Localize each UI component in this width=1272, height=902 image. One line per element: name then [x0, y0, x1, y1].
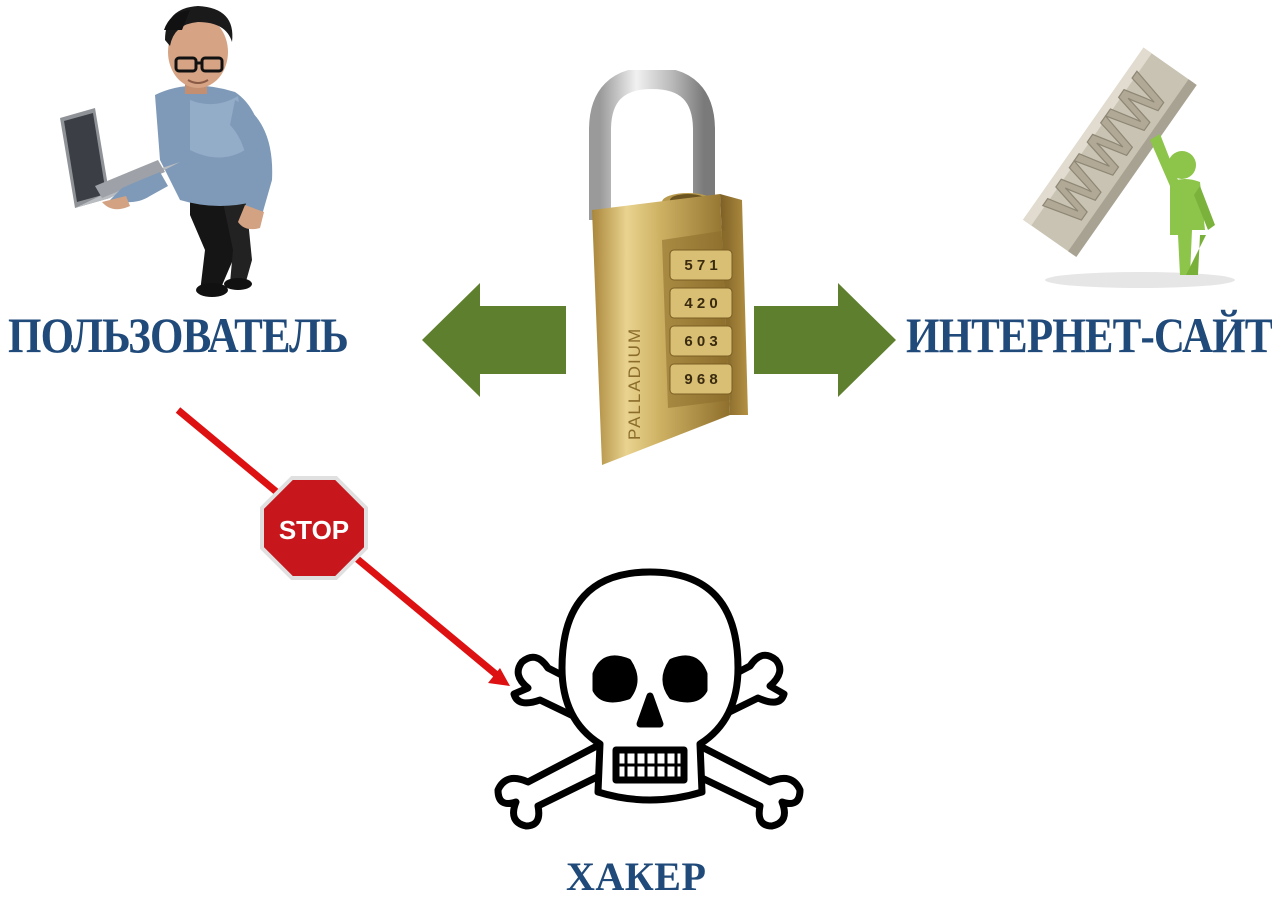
person-holding-www-icon: WWW — [1023, 47, 1235, 288]
site-label: ИНТЕРНЕТ-САЙТ — [906, 307, 1272, 363]
man-with-laptop-icon — [60, 6, 273, 297]
svg-text:PALLADIUM: PALLADIUM — [625, 327, 644, 440]
svg-text:9 6 8: 9 6 8 — [684, 371, 717, 388]
svg-text:4 2 0: 4 2 0 — [684, 295, 717, 312]
user-label: ПОЛЬЗОВАТЕЛЬ — [8, 307, 349, 363]
combination-padlock-icon: 5 7 1 4 2 0 6 0 3 9 6 8 PALLADIUM — [589, 70, 748, 465]
hacker-label: ХАКЕР — [566, 854, 707, 899]
stop-sign-icon: STOP — [260, 476, 368, 580]
left-arrow-icon — [422, 283, 566, 397]
svg-text:STOP: STOP — [279, 515, 349, 545]
svg-text:5 7 1: 5 7 1 — [684, 257, 717, 274]
right-arrow-icon — [754, 283, 896, 397]
skull-and-crossbones-icon — [494, 568, 804, 830]
svg-text:6 0 3: 6 0 3 — [684, 333, 717, 350]
